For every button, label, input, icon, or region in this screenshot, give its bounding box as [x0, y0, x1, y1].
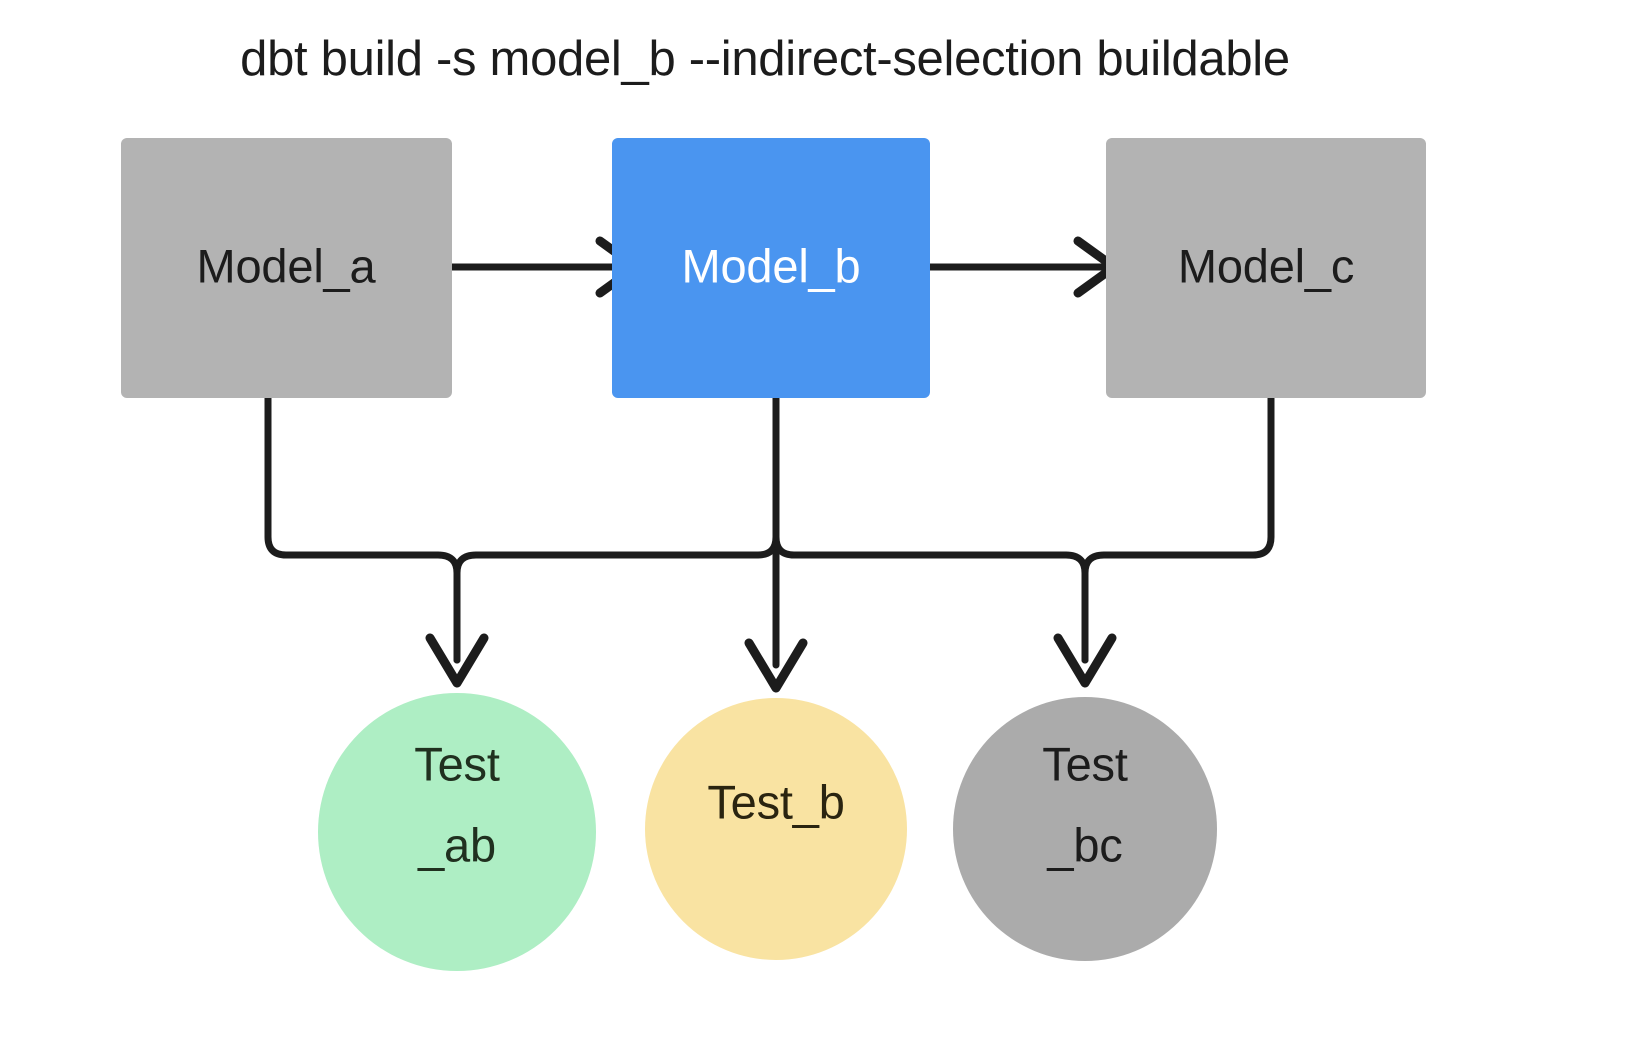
node-test-ab-label-line2: _ab [417, 818, 496, 871]
node-model-c[interactable]: Model_c [1106, 138, 1426, 398]
node-model-a[interactable]: Model_a [121, 138, 452, 398]
node-test-ab-label-line1: Test [414, 737, 500, 790]
node-model-b[interactable]: Model_b [612, 138, 930, 398]
node-model-a-label: Model_a [197, 239, 377, 292]
page-title: dbt build -s model_b --indirect-selectio… [240, 32, 1290, 86]
arrowhead-into-test-b [744, 638, 808, 693]
arrowhead-into-test-bc [1053, 633, 1117, 688]
node-test-b-label-line1: Test_b [707, 775, 844, 828]
edge-model-c-to-test-bc [1081, 394, 1275, 664]
edge-model-b-to-test-bc [772, 394, 1089, 664]
edge-model-a-to-test-ab [264, 394, 461, 664]
node-test-bc-label-line1: Test [1042, 737, 1128, 790]
node-model-c-label: Model_c [1178, 239, 1354, 292]
node-test-bc[interactable]: Test _bc [953, 697, 1217, 961]
edge-model-a-to-model-b [448, 236, 641, 298]
node-test-ab[interactable]: Test _ab [318, 693, 596, 971]
node-model-b-label: Model_b [682, 239, 861, 292]
node-test-b[interactable]: Test_b [645, 698, 907, 960]
edge-model-b-to-test-ab [453, 394, 780, 664]
node-test-bc-label-line2: _bc [1046, 818, 1122, 871]
arrowhead-into-test-ab [425, 633, 489, 688]
